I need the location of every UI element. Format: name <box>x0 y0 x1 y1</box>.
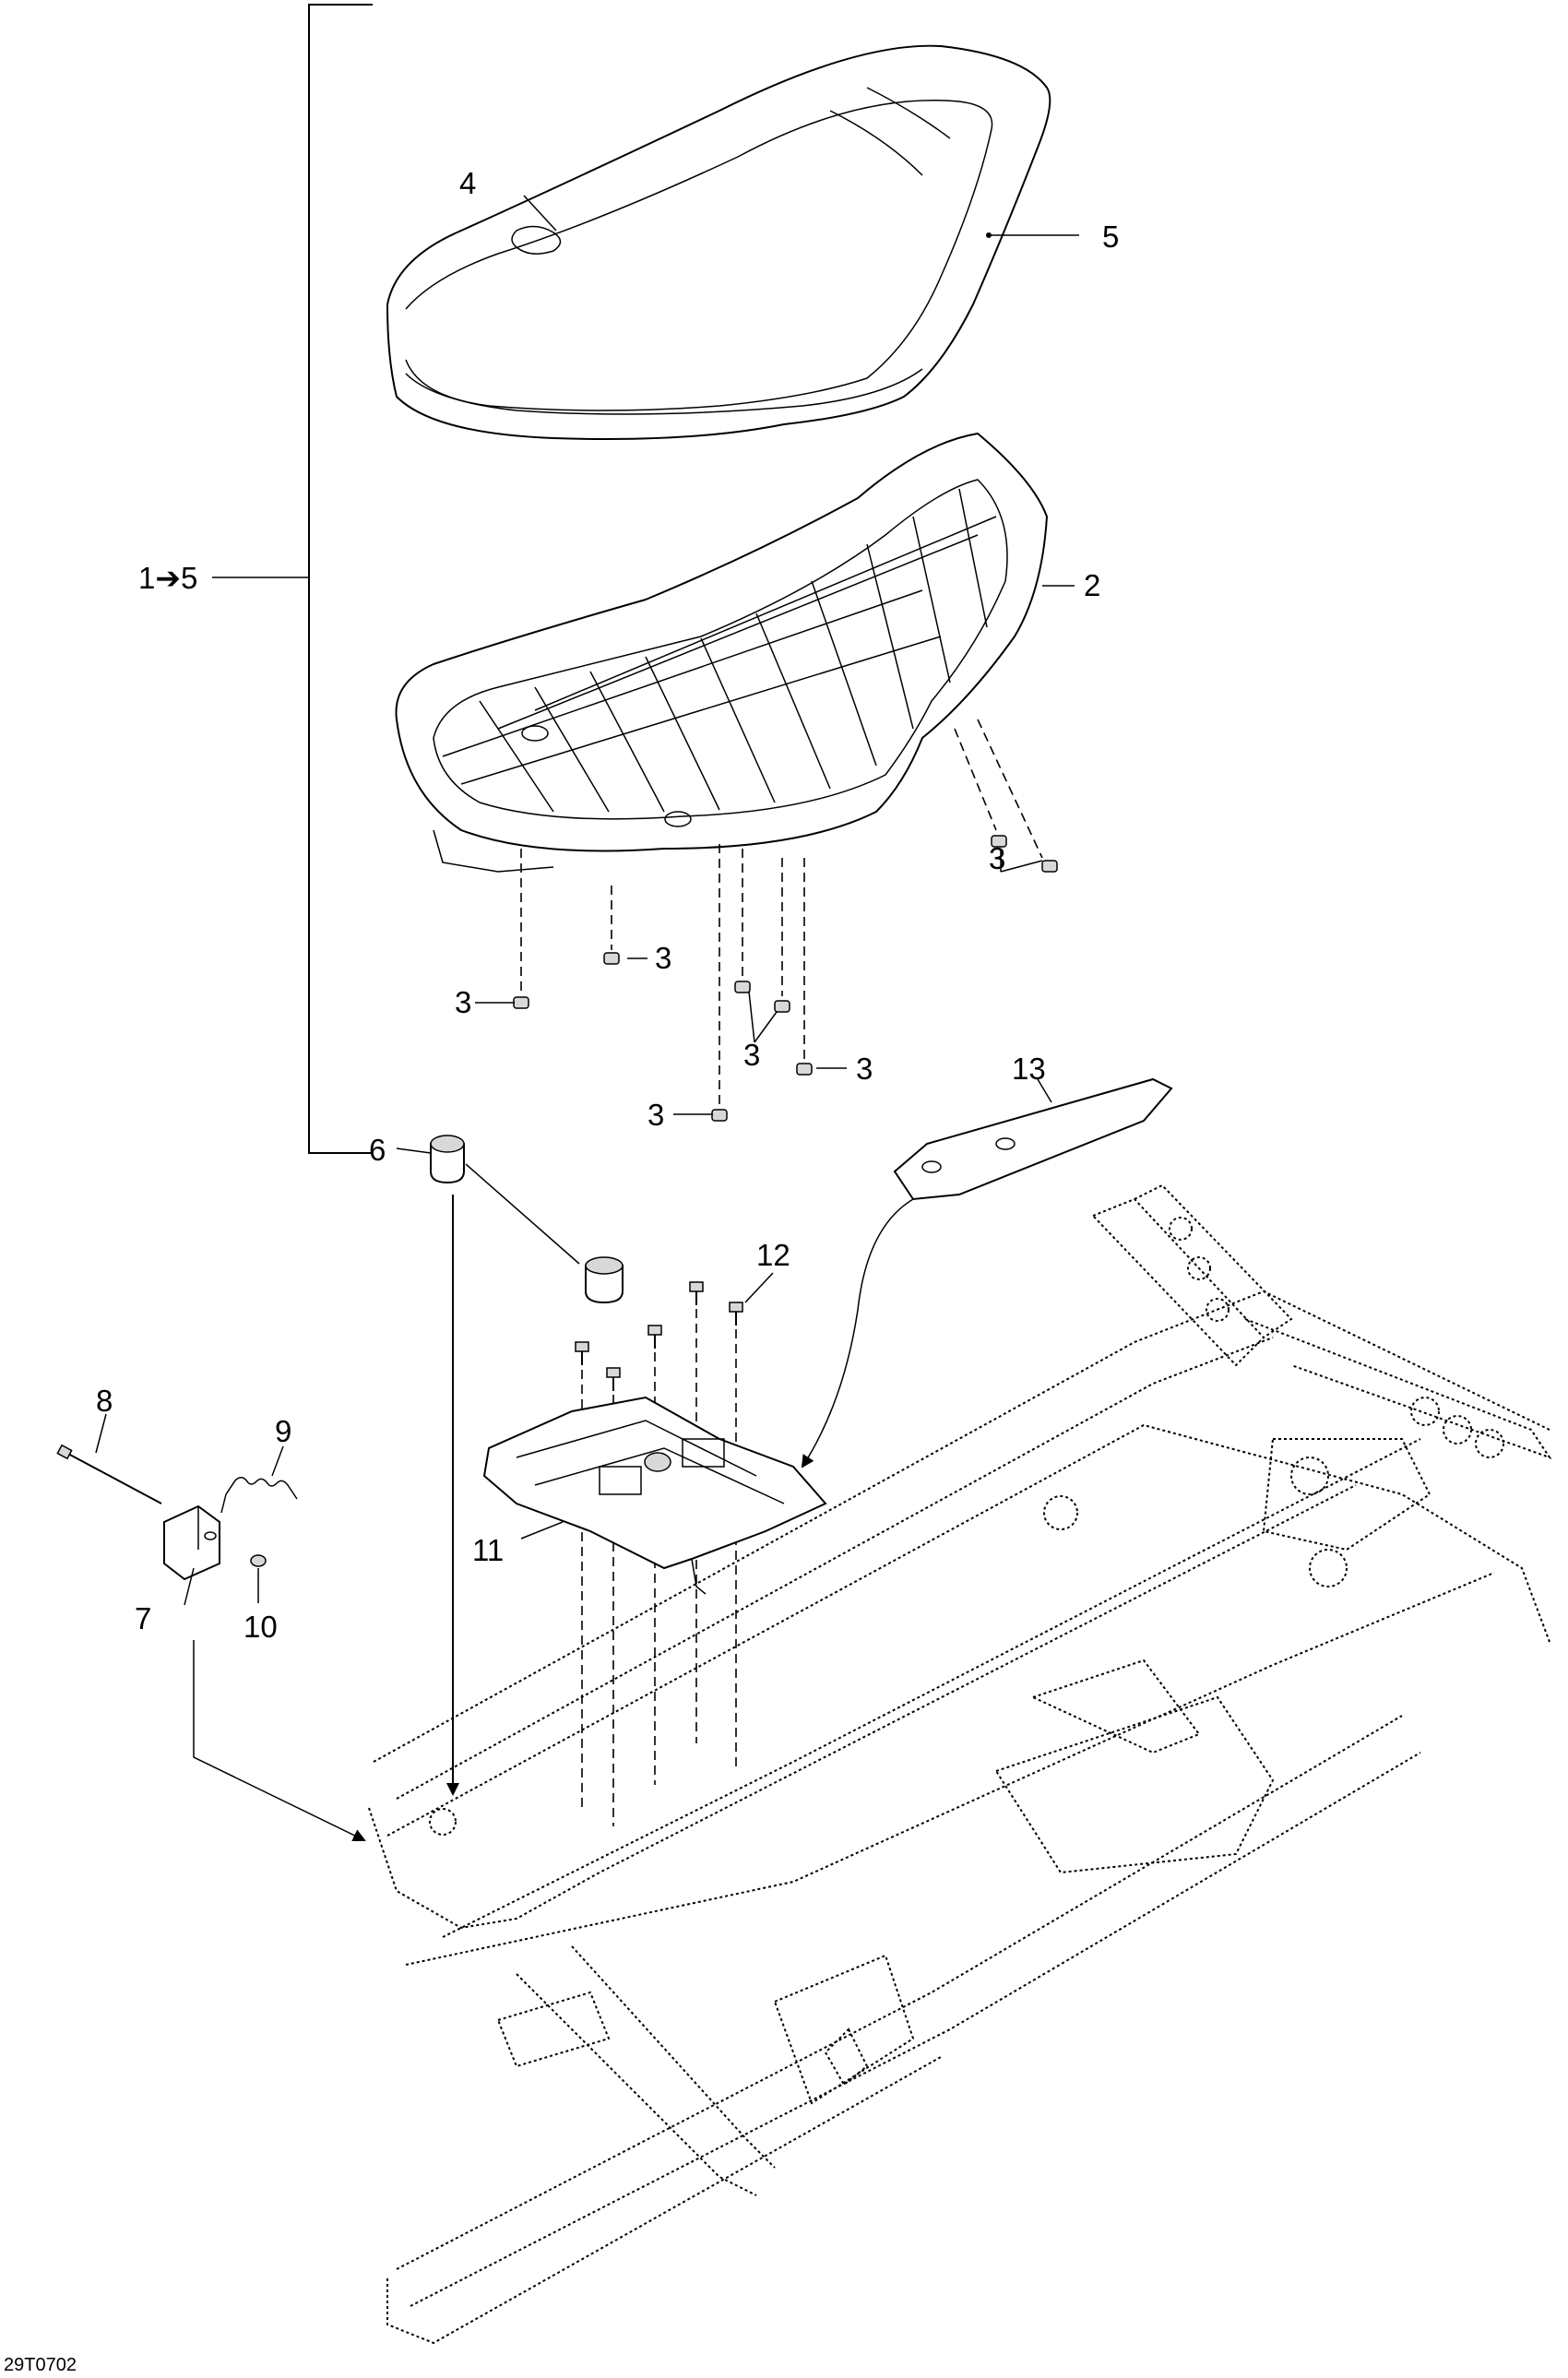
callout-labels: 1➔5 2 3 3 3 3 3 3 4 5 6 7 8 9 10 11 12 1… <box>4 166 1119 2375</box>
screw <box>647 1325 662 1349</box>
screw <box>606 1367 621 1391</box>
latch-spring <box>220 1477 298 1514</box>
seat-base <box>395 432 1049 873</box>
callout-8: 8 <box>96 1384 113 1418</box>
grommets <box>513 719 1058 1122</box>
heat-shield <box>801 1077 1173 1468</box>
callout-10: 10 <box>244 1610 278 1644</box>
bumper-lower <box>585 1256 624 1304</box>
screws <box>575 1281 743 1826</box>
callout-1-5: 1➔5 <box>138 561 197 595</box>
assembly-bracket <box>212 4 373 1154</box>
callout-2: 2 <box>1084 568 1100 602</box>
callout-3a: 3 <box>989 841 1005 875</box>
vehicle-frame <box>368 1183 1552 2345</box>
callout-4: 4 <box>459 166 476 200</box>
callout-13: 13 <box>1012 1052 1046 1086</box>
seat-cover <box>386 44 1051 440</box>
latch-bracket <box>163 1504 220 1581</box>
skid-plate <box>482 1396 827 1595</box>
bumpers <box>430 1135 624 1796</box>
screw <box>729 1302 743 1326</box>
grommet <box>603 952 620 965</box>
bumper-top <box>430 1135 465 1184</box>
callout-6: 6 <box>369 1133 386 1167</box>
latch-assembly <box>56 1444 366 1842</box>
callout-12: 12 <box>756 1238 790 1272</box>
callout-3b: 3 <box>655 941 671 975</box>
grommet <box>1041 860 1058 873</box>
grommet <box>734 981 751 993</box>
latch-bolt <box>56 1444 162 1504</box>
leader-lines <box>95 195 1079 1606</box>
grommet <box>774 1000 790 1013</box>
screw <box>575 1341 589 1365</box>
latch-washer <box>250 1554 267 1567</box>
callout-5: 5 <box>1102 220 1119 254</box>
figure-id: 29T0702 <box>4 2355 77 2375</box>
callout-7: 7 <box>135 1601 151 1635</box>
callout-3e: 3 <box>856 1052 873 1086</box>
screw <box>689 1281 704 1305</box>
grommet <box>796 1063 813 1076</box>
callout-11: 11 <box>472 1533 504 1567</box>
grommet <box>991 835 1007 848</box>
grommet <box>513 996 529 1009</box>
callout-3c: 3 <box>455 985 471 1019</box>
grommet <box>711 1109 728 1122</box>
callout-3d: 3 <box>743 1038 760 1072</box>
callout-9: 9 <box>275 1414 291 1448</box>
callout-3f: 3 <box>647 1098 664 1132</box>
